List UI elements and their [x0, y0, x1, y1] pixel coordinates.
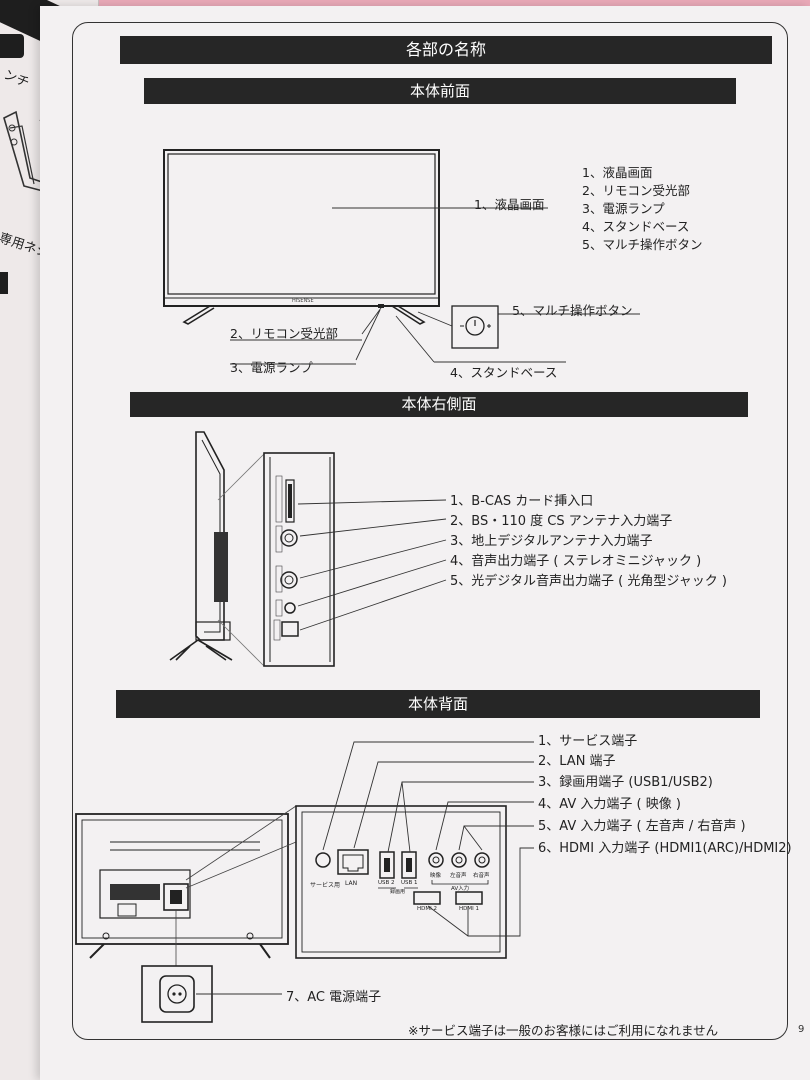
front-callout-stand: 4、スタンドベース [450, 365, 558, 380]
front-list-item: 5、マルチ操作ボタン [582, 237, 703, 252]
front-parts-list: 1、液晶画面 2、リモコン受光部 3、電源ランプ 4、スタンドベース 5、マルチ… [582, 164, 702, 254]
back-item: 6、HDMI 入力端子 (HDMI1(ARC)/HDMI2) [538, 841, 792, 856]
back-item: 5、AV 入力端子 ( 左音声 / 右音声 ) [538, 819, 746, 834]
front-callout-power: 3、電源ランプ [230, 360, 313, 375]
back-item: 2、LAN 端子 [538, 754, 616, 769]
back-heading: 本体背面 [116, 690, 760, 718]
lbl-service: サービス用 [310, 882, 341, 889]
left-page-small-block [0, 272, 8, 294]
front-list-item: 4、スタンドベース [582, 219, 690, 234]
lbl-left-audio: 左音声 [450, 873, 467, 879]
right-side-item: 2、BS・110 度 CS アンテナ入力端子 [450, 514, 673, 529]
front-heading: 本体前面 [144, 78, 736, 104]
back-item: 3、録画用端子 (USB1/USB2) [538, 775, 713, 790]
page-title: 各部の名称 [120, 36, 772, 64]
right-side-item: 5、光デジタル音声出力端子 ( 光角型ジャック ) [450, 574, 727, 589]
lbl-right-audio: 右音声 [473, 873, 490, 879]
front-callout-multi: 5、マルチ操作ボタン [512, 303, 633, 318]
back-ac-item: 7、AC 電源端子 [286, 990, 382, 1005]
front-callout-screen: 1、液晶画面 [474, 197, 545, 212]
back-list: 1、サービス端子 2、LAN 端子 3、録画用端子 (USB1/USB2) 4、… [538, 732, 792, 860]
front-callout-remote: 2、リモコン受光部 [230, 326, 338, 341]
footnote: ※サービス端子は一般のお客様にはご利用になれません [408, 1023, 719, 1038]
left-page-tab [0, 34, 24, 58]
front-list-item: 3、電源ランプ [582, 201, 665, 216]
front-list-item: 1、液晶画面 [582, 165, 653, 180]
front-list-item: 2、リモコン受光部 [582, 183, 690, 198]
lbl-rec: 録画用 [390, 889, 406, 895]
page-number: 9 [798, 1024, 805, 1035]
back-item: 4、AV 入力端子 ( 映像 ) [538, 797, 681, 812]
right-side-item: 4、音声出力端子 ( ステレオミニジャック ) [450, 554, 702, 569]
right-side-item: 3、地上デジタルアンテナ入力端子 [450, 534, 653, 549]
lbl-lan: LAN [345, 880, 358, 887]
lbl-usb2: USB 2 [378, 880, 395, 886]
lbl-av-in: AV入力 [451, 886, 470, 892]
back-item: 1、サービス端子 [538, 734, 638, 749]
right-side-heading: 本体右側面 [130, 392, 748, 417]
right-side-item: 1、B-CAS カード挿入口 [450, 494, 594, 509]
page-frame [72, 22, 788, 1040]
right-side-list: 1、B-CAS カード挿入口 2、BS・110 度 CS アンテナ入力端子 3、… [450, 492, 727, 592]
lbl-usb1: USB 1 [401, 880, 418, 886]
lbl-hdmi2: HDMI 2 [417, 906, 437, 912]
lbl-video: 映像 [430, 873, 442, 879]
tv-brand-label: HISENSE [292, 298, 314, 304]
lbl-hdmi1: HDMI 1 [459, 906, 479, 912]
power-button-icon [465, 316, 485, 336]
